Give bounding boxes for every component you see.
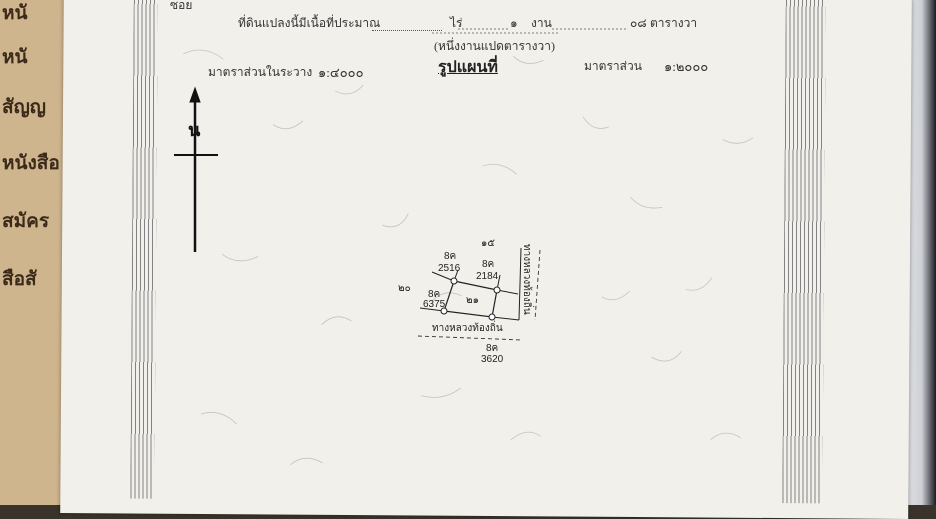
page-title: รูปแผนที่ — [438, 59, 498, 76]
background-text-line: สัญญ — [2, 96, 46, 118]
rai-unit: ไร่ — [450, 16, 463, 30]
wa-value: ๐๘ — [630, 16, 647, 30]
rai-value-blank — [372, 15, 442, 31]
header-underlines — [432, 28, 628, 34]
wa-unit: ตารางวา — [650, 16, 698, 30]
north-parcel-number: ๑๕ — [481, 238, 495, 249]
ngan-value: ๑ — [510, 16, 518, 30]
road-label-right: ทางหลวงท้องถิ่น — [521, 244, 535, 315]
background-text-line: หนั — [2, 2, 28, 24]
paper-fiber-texture — [183, 49, 754, 465]
north-letter: น — [188, 120, 201, 140]
ngan-unit: งาน — [531, 16, 552, 30]
background-text-line: สมัคร — [2, 210, 50, 232]
marker-number: 2516 — [438, 263, 461, 274]
background-text-line: หนั — [2, 46, 28, 68]
parcel-number: ๒๑ — [466, 295, 479, 306]
marker-code: 8ค — [486, 343, 498, 354]
scale-left-value: ๑:๔๐๐๐ — [318, 65, 364, 80]
north-arrow-icon — [174, 86, 218, 252]
area-in-words: (หนึ่งงานแปดตารางวา) — [434, 39, 555, 53]
marker-code: 8ค — [482, 259, 494, 270]
background-text-line: หนังสือ — [2, 152, 60, 174]
scale-right-value: ๑:๒๐๐๐ — [664, 59, 709, 74]
street-label: ซอย — [170, 0, 193, 12]
west-parcel-number: ๒๐ — [398, 283, 411, 294]
marker-number: 2184 — [476, 271, 499, 282]
parcel-map: น ๑๕ ๒๐ ๒๑ 8ค 2516 8ค 2184 8ค 6375 8ค 36… — [174, 28, 628, 365]
title-deed-paper — [60, 0, 912, 519]
boundary-markers — [440, 277, 501, 321]
marker-number: 3620 — [481, 354, 504, 365]
background-text-line: สือสั — [2, 268, 37, 290]
marker-code: 8ค — [428, 289, 440, 300]
marker-code: 8ค — [444, 251, 456, 262]
road-lines — [417, 249, 541, 341]
area-line-label: ที่ดินแปลงนี้มีเนื้อที่ประมาณ — [238, 16, 381, 30]
road-label-bottom: ทางหลวงท้องถิ่น — [432, 320, 503, 334]
scale-left-label: มาตราส่วนในระวาง — [208, 65, 313, 79]
scale-right-label: มาตราส่วน — [584, 59, 642, 73]
marker-number: 6375 — [423, 299, 446, 310]
